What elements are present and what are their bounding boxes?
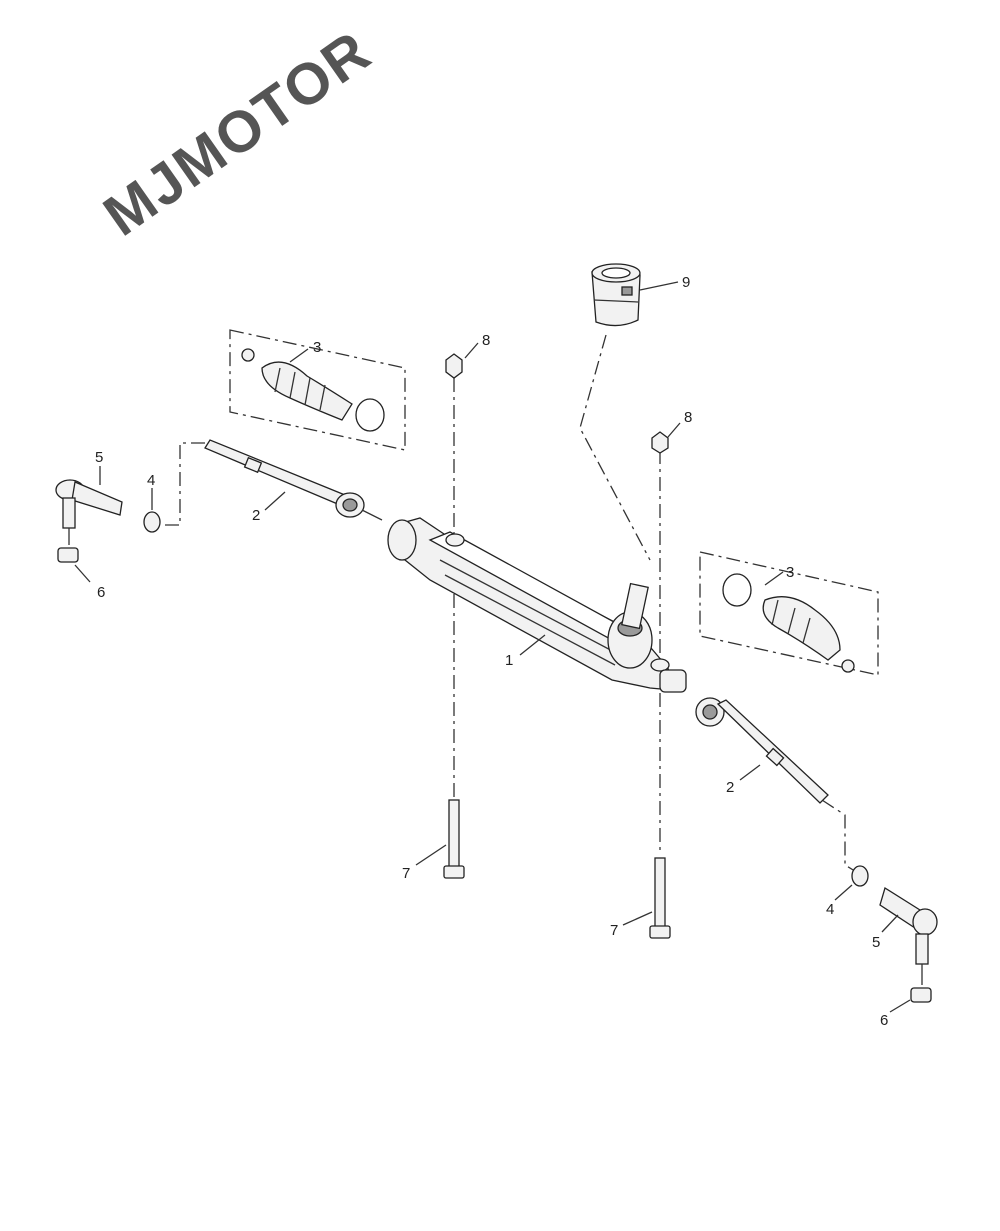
tie-rod-end-right (879, 886, 938, 985)
steering-rack-housing (387, 517, 687, 693)
callout-2-right: 2 (726, 779, 734, 796)
bolt-nut-right (651, 431, 669, 454)
callout-7-left: 7 (402, 865, 410, 882)
mounting-bolt-right (649, 857, 671, 939)
callout-4-right: 4 (826, 901, 834, 918)
callout-8-left: 8 (482, 332, 490, 349)
callout-4-left: 4 (147, 472, 155, 489)
callout-3-left: 3 (313, 339, 321, 356)
inner-tie-rod-right (695, 697, 829, 804)
callout-1: 1 (505, 652, 513, 669)
callout-5-right: 5 (872, 934, 880, 951)
inner-tie-rod-left (204, 439, 383, 521)
brand-watermark: MJMOTOR (92, 18, 383, 249)
castle-nut-left (57, 547, 79, 563)
callout-8-right: 8 (684, 409, 692, 426)
boot-kit-right (722, 573, 855, 673)
mounting-bolt-left (443, 799, 465, 879)
callout-numbers: 1 2 2 3 3 4 4 5 5 6 6 7 7 8 8 9 (95, 274, 888, 1029)
bolt-nut-left (445, 353, 463, 379)
castle-nut-right (910, 987, 932, 1003)
nut-right (851, 865, 869, 887)
callout-3-right: 3 (786, 564, 794, 581)
tie-rod-end-left (55, 479, 123, 545)
callout-6-right: 6 (880, 1012, 888, 1029)
pinion-bushing (591, 263, 641, 327)
callout-9: 9 (682, 274, 690, 291)
leader-lines (74, 281, 911, 1013)
nut-left (143, 511, 161, 533)
callout-6-left: 6 (97, 584, 105, 601)
boot-kit-left (241, 348, 385, 432)
callout-5-left: 5 (95, 449, 103, 466)
callout-2-left: 2 (252, 507, 260, 524)
callout-7-right: 7 (610, 922, 618, 939)
